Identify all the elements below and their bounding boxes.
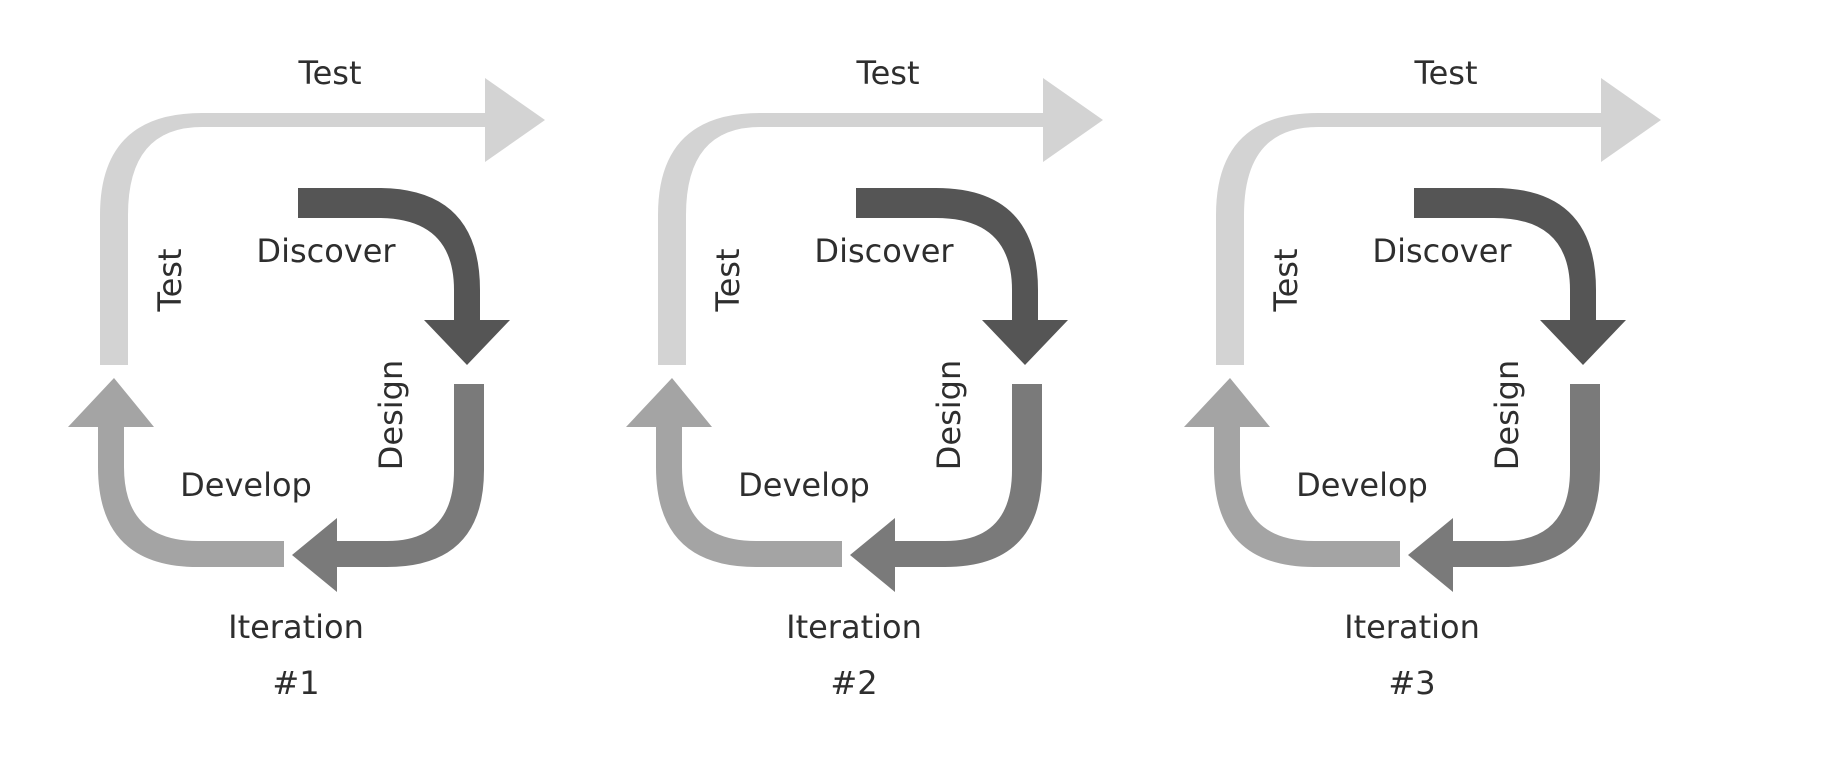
test-arrow xyxy=(658,78,1103,365)
design-arrow xyxy=(1408,384,1600,592)
iteration-cycle-3: Test Test Discover Design Develop Iterat… xyxy=(1184,54,1661,702)
design-label: Design xyxy=(930,360,968,470)
develop-label: Develop xyxy=(1296,466,1428,504)
iteration-caption: Iteration xyxy=(786,608,922,646)
test-top-label: Test xyxy=(855,54,919,92)
test-arrow xyxy=(100,78,545,365)
discover-arrow xyxy=(1414,188,1626,365)
develop-arrow xyxy=(626,378,842,567)
develop-label: Develop xyxy=(738,466,870,504)
design-arrow xyxy=(292,384,484,592)
test-side-label: Test xyxy=(1267,248,1305,312)
discover-label: Discover xyxy=(256,232,396,270)
iteration-cycle-2: Test Test Discover Design Develop Iterat… xyxy=(626,54,1103,702)
iteration-number: #2 xyxy=(830,664,877,702)
test-arrow xyxy=(1216,78,1661,365)
iteration-cycle-1: Test Test Discover Design Develop Iterat… xyxy=(68,54,545,702)
discover-arrow xyxy=(856,188,1068,365)
discover-label: Discover xyxy=(1372,232,1512,270)
iteration-number: #3 xyxy=(1388,664,1435,702)
discover-label: Discover xyxy=(814,232,954,270)
develop-label: Develop xyxy=(180,466,312,504)
iteration-cycles: Test Test Discover Design Develop Iterat… xyxy=(68,54,1661,702)
iteration-caption: Iteration xyxy=(1344,608,1480,646)
design-label: Design xyxy=(372,360,410,470)
iteration-number: #1 xyxy=(272,664,319,702)
test-side-label: Test xyxy=(151,248,189,312)
design-label: Design xyxy=(1488,360,1526,470)
discover-arrow xyxy=(298,188,510,365)
develop-arrow xyxy=(68,378,284,567)
iteration-caption: Iteration xyxy=(228,608,364,646)
develop-arrow xyxy=(1184,378,1400,567)
test-top-label: Test xyxy=(1413,54,1477,92)
test-side-label: Test xyxy=(709,248,747,312)
design-arrow xyxy=(850,384,1042,592)
test-top-label: Test xyxy=(297,54,361,92)
